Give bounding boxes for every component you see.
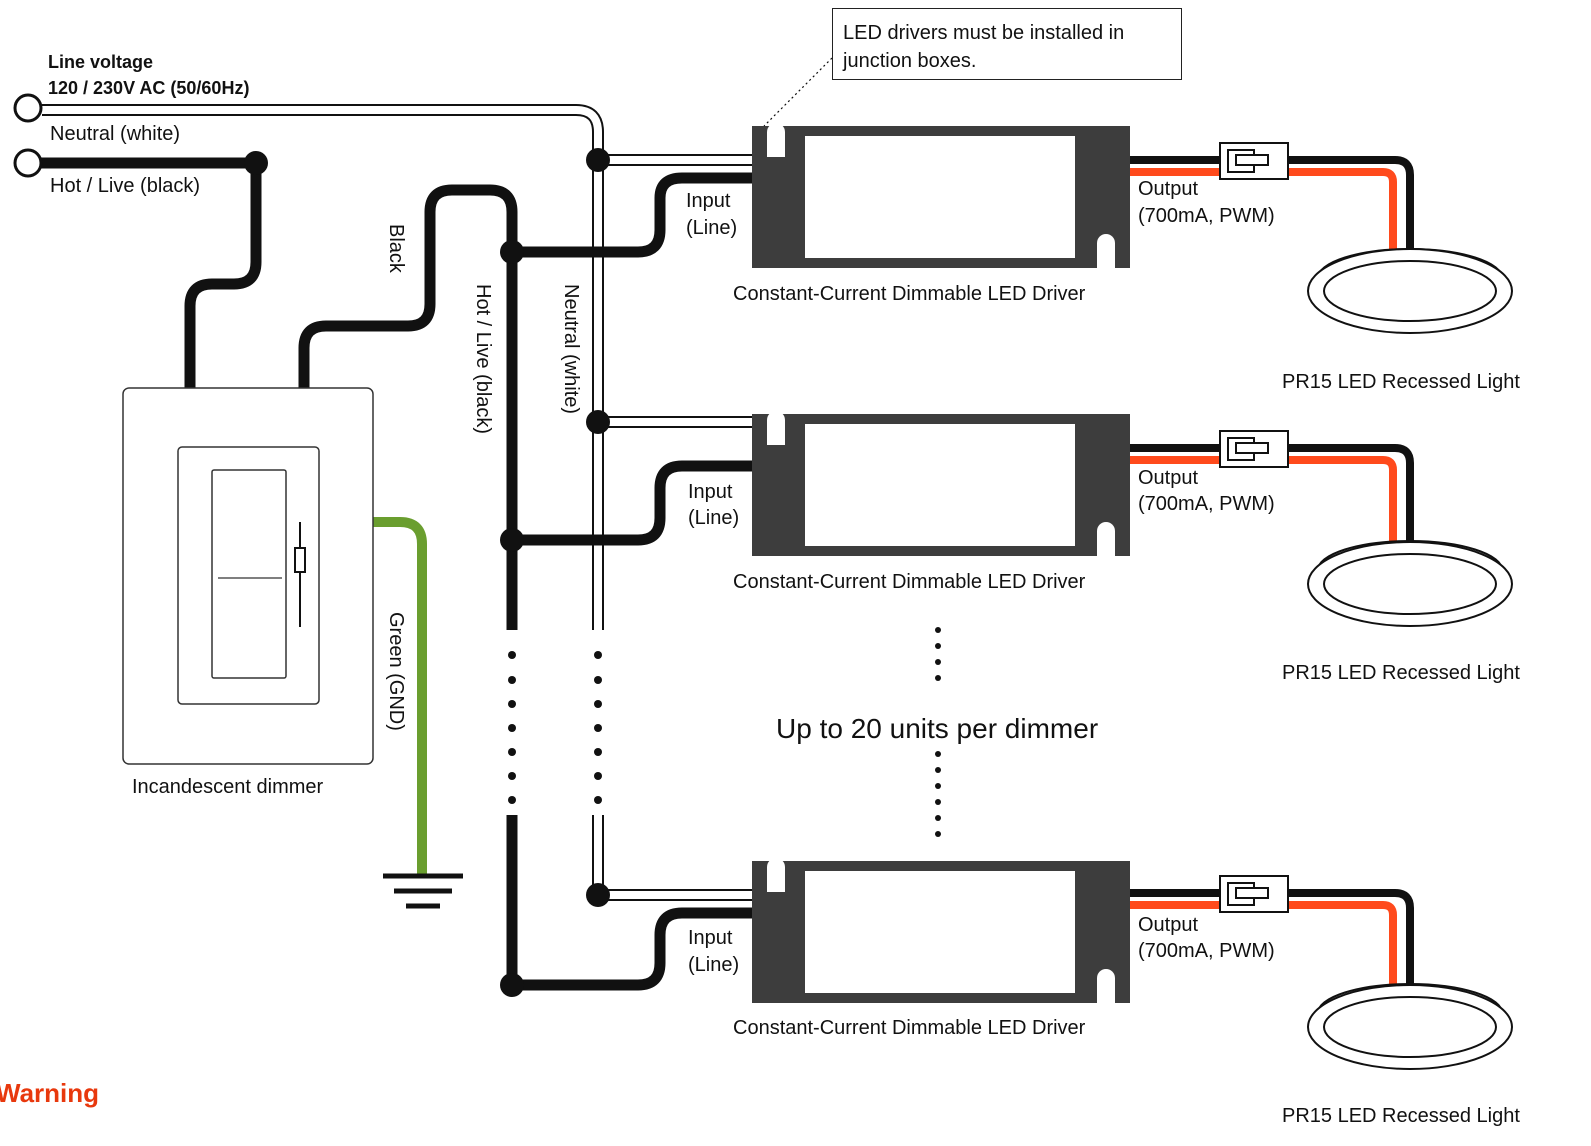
- connector-1: [1219, 142, 1289, 180]
- output-wires-1: [1130, 156, 1414, 252]
- driver-output-label: (700mA, PWM): [1138, 205, 1275, 227]
- neutral-junction-dot: [586, 410, 610, 434]
- hot-junction-dot: [244, 151, 268, 175]
- recessed-light-3: [1307, 983, 1513, 1070]
- bus-continuation-dots: [508, 651, 602, 804]
- driver-input-label: Input: [686, 190, 731, 212]
- hot-taps: [512, 172, 752, 991]
- hot-terminal: [13, 148, 43, 178]
- driver-input-label: Input: [688, 481, 733, 503]
- dimmer-label: Incandescent dimmer: [132, 776, 324, 798]
- hot-supply-wire: [30, 157, 262, 390]
- driver-input-label: (Line): [688, 507, 739, 529]
- driver-input-label: (Line): [688, 954, 739, 976]
- neutral-supply-label: Neutral (white): [50, 123, 180, 145]
- light-label: PR15 LED Recessed Light: [1282, 662, 1520, 684]
- ground-wire: [372, 517, 427, 876]
- neutral-taps: [598, 154, 752, 901]
- hot-supply-label: Hot / Live (black): [50, 175, 200, 197]
- hot-junction-dot: [500, 528, 524, 552]
- ground-wire-label: Green (GND): [385, 612, 407, 731]
- black-wire-label: Black: [385, 224, 407, 274]
- light-label: PR15 LED Recessed Light: [1282, 371, 1520, 393]
- driver-output-label: Output: [1138, 914, 1198, 936]
- neutral-terminal: [13, 93, 43, 123]
- hot-junction-dot: [500, 973, 524, 997]
- hot-junction-dot: [500, 240, 524, 264]
- output-wires-2: [1130, 444, 1414, 545]
- line-voltage-title: Line voltage: [48, 52, 153, 72]
- recessed-light-1: [1307, 248, 1513, 334]
- dimmer-output-wire: [298, 184, 518, 985]
- neutral-bus-label: Neutral (white): [560, 284, 582, 414]
- dimmer-switch: [122, 387, 374, 765]
- driver-output-label: (700mA, PWM): [1138, 493, 1275, 515]
- driver-output-label: Output: [1138, 467, 1198, 489]
- warning-title: Warning: [0, 1078, 99, 1108]
- driver-name-label: Constant-Current Dimmable LED Driver: [733, 571, 1086, 593]
- ground-symbol: [383, 873, 463, 909]
- connector-3: [1219, 875, 1289, 913]
- hot-bus-label: Hot / Live (black): [472, 284, 494, 434]
- installation-note: LED drivers must be installed in junctio…: [832, 8, 1182, 80]
- note-leader-line: [763, 57, 833, 127]
- driver-name-label: Constant-Current Dimmable LED Driver: [733, 1017, 1086, 1039]
- line-voltage-spec: 120 / 230V AC (50/60Hz): [48, 78, 249, 98]
- driver-input-label: (Line): [686, 217, 737, 239]
- driver-input-label: Input: [688, 927, 733, 949]
- led-driver-2: [752, 411, 1130, 556]
- driver-name-label: Constant-Current Dimmable LED Driver: [733, 283, 1086, 305]
- output-wires-3: [1130, 889, 1414, 990]
- led-driver-1: [752, 123, 1130, 268]
- recessed-light-2: [1307, 540, 1513, 627]
- neutral-supply-wire: [42, 104, 604, 900]
- light-label: PR15 LED Recessed Light: [1282, 1105, 1520, 1127]
- units-continuation-dots: [935, 627, 941, 837]
- driver-output-label: (700mA, PWM): [1138, 940, 1275, 962]
- driver-output-label: Output: [1138, 178, 1198, 200]
- units-per-dimmer-label: Up to 20 units per dimmer: [776, 713, 1098, 744]
- neutral-junction-dot: [586, 883, 610, 907]
- connector-2: [1219, 430, 1289, 468]
- led-driver-3: [752, 858, 1130, 1003]
- neutral-junction-dot: [586, 148, 610, 172]
